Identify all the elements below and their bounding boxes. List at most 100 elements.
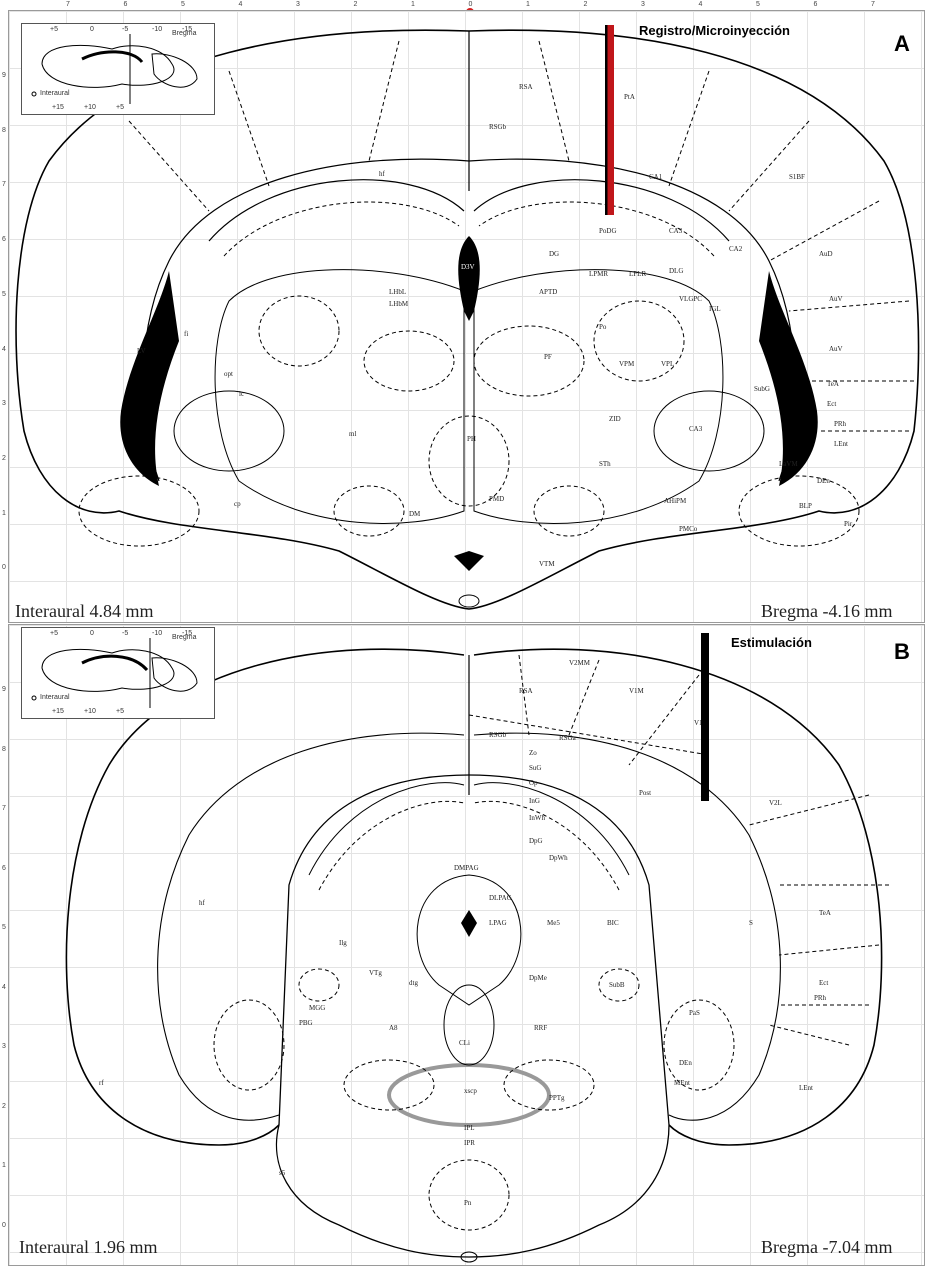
svg-text:SubG: SubG bbox=[754, 385, 770, 393]
coronal-section-b: RSA V2MM V1M V1B RSGb RSGa Zo SuG Op InG… bbox=[9, 625, 924, 1265]
svg-text:PBG: PBG bbox=[299, 1019, 313, 1027]
svg-text:rf: rf bbox=[99, 1079, 104, 1087]
axis-tick-label: 9 bbox=[2, 686, 6, 693]
axis-tick-label: 0 bbox=[469, 1, 473, 8]
svg-text:CA3: CA3 bbox=[669, 227, 683, 235]
svg-text:PH: PH bbox=[467, 435, 476, 443]
sagittal-inset-b: Interaural Bregma +5 0 -5 -10 -15 +15 +1… bbox=[21, 627, 215, 719]
inset-tick: +5 bbox=[50, 630, 58, 637]
svg-text:cp: cp bbox=[234, 500, 241, 508]
svg-text:s5: s5 bbox=[279, 1169, 286, 1177]
inset-tick: -15 bbox=[182, 630, 192, 637]
svg-text:DEn: DEn bbox=[817, 477, 830, 485]
svg-text:MEnt: MEnt bbox=[674, 1079, 690, 1087]
bregma-coordinate: Bregma -4.16 mm bbox=[761, 601, 892, 622]
axis-tick-label: 6 bbox=[2, 865, 6, 872]
svg-text:LV: LV bbox=[137, 347, 146, 355]
sagittal-inset-a: Interaural Bregma +5 0 -5 -10 -15 +15 +1… bbox=[21, 23, 215, 115]
svg-text:ml: ml bbox=[349, 430, 356, 438]
svg-text:IPR: IPR bbox=[464, 1139, 475, 1147]
svg-text:VPL: VPL bbox=[661, 360, 674, 368]
svg-text:LEnt: LEnt bbox=[799, 1084, 813, 1092]
svg-text:PRh: PRh bbox=[814, 994, 827, 1002]
svg-text:PF: PF bbox=[544, 353, 552, 361]
probe-label: Estimulación bbox=[731, 635, 812, 650]
svg-text:VLGPC: VLGPC bbox=[679, 295, 702, 303]
svg-text:Pir: Pir bbox=[844, 520, 853, 528]
svg-text:PtA: PtA bbox=[624, 93, 635, 101]
svg-text:IPL: IPL bbox=[464, 1124, 475, 1132]
svg-text:BLP: BLP bbox=[799, 502, 812, 510]
axis-tick-label: 8 bbox=[2, 746, 6, 753]
svg-text:Post: Post bbox=[639, 789, 651, 797]
svg-text:AuV: AuV bbox=[829, 295, 843, 303]
svg-text:Ect: Ect bbox=[819, 979, 828, 987]
svg-text:xscp: xscp bbox=[464, 1087, 477, 1095]
svg-text:DM: DM bbox=[409, 510, 421, 518]
axis-tick-label: 2 bbox=[2, 1103, 6, 1110]
svg-text:Me5: Me5 bbox=[547, 919, 560, 927]
svg-text:RSA: RSA bbox=[519, 687, 533, 695]
svg-text:DpMe: DpMe bbox=[529, 974, 547, 982]
axis-tick-label: 1 bbox=[411, 1, 415, 8]
svg-text:RSGb: RSGb bbox=[489, 123, 507, 131]
svg-text:ZID: ZID bbox=[609, 415, 621, 423]
axis-tick-label: 2 bbox=[584, 1, 588, 8]
inset-tick: -10 bbox=[152, 26, 162, 33]
svg-text:Pn: Pn bbox=[464, 1199, 472, 1207]
svg-text:VPM: VPM bbox=[619, 360, 635, 368]
svg-text:DMPAG: DMPAG bbox=[454, 864, 479, 872]
inset-tick: -5 bbox=[122, 26, 128, 33]
axis-tick-label: 7 bbox=[66, 1, 70, 8]
axis-tick-label: 5 bbox=[756, 1, 760, 8]
bregma-coordinate: Bregma -7.04 mm bbox=[761, 1237, 892, 1258]
region-labels-b: RSA V2MM V1M V1B RSGb RSGa Zo SuG Op InG… bbox=[99, 659, 831, 1207]
svg-text:ic: ic bbox=[239, 390, 244, 398]
inset-tick: 0 bbox=[90, 630, 94, 637]
svg-text:V1M: V1M bbox=[629, 687, 645, 695]
axis-tick-label: 4 bbox=[2, 346, 6, 353]
svg-text:LaVM: LaVM bbox=[779, 460, 798, 468]
svg-text:InG: InG bbox=[529, 797, 540, 805]
svg-text:DEn: DEn bbox=[679, 1059, 692, 1067]
inset-interaural-label: Interaural bbox=[40, 694, 70, 701]
axis-tick-label: 1 bbox=[526, 1, 530, 8]
svg-text:CA3: CA3 bbox=[689, 425, 703, 433]
axis-tick-label: 4 bbox=[239, 1, 243, 8]
axis-tick-label: 7 bbox=[871, 1, 875, 8]
svg-text:CLi: CLi bbox=[459, 1039, 470, 1047]
svg-text:SuG: SuG bbox=[529, 764, 541, 772]
axis-tick-label: 1 bbox=[2, 510, 6, 517]
axis-tick-label: 2 bbox=[354, 1, 358, 8]
axis-tick-label: 3 bbox=[2, 1043, 6, 1050]
svg-text:Ilg: Ilg bbox=[339, 939, 347, 947]
svg-text:PMD: PMD bbox=[489, 495, 504, 503]
axis-tick-label: 5 bbox=[181, 1, 185, 8]
svg-text:PoDG: PoDG bbox=[599, 227, 617, 235]
inset-tick: +10 bbox=[84, 104, 96, 111]
svg-text:LPLR: LPLR bbox=[629, 270, 646, 278]
inset-tick: +15 bbox=[52, 708, 64, 715]
panel-b: RSA V2MM V1M V1B RSGb RSGa Zo SuG Op InG… bbox=[8, 624, 925, 1266]
axis-tick-label: 3 bbox=[296, 1, 300, 8]
panel-a: RSA PtA RSGb CA1 S1BF CA3 CA2 AuD DG PoD… bbox=[8, 10, 925, 623]
svg-text:BIC: BIC bbox=[607, 919, 619, 927]
svg-text:LPMR: LPMR bbox=[589, 270, 608, 278]
svg-text:RRF: RRF bbox=[534, 1024, 547, 1032]
svg-text:MGG: MGG bbox=[309, 1004, 325, 1012]
axis-tick-label: 6 bbox=[2, 236, 6, 243]
svg-text:AuV: AuV bbox=[829, 345, 843, 353]
inset-tick: 0 bbox=[90, 26, 94, 33]
inset-interaural-label: Interaural bbox=[40, 90, 70, 97]
svg-text:D3V: D3V bbox=[461, 263, 475, 271]
axis-tick-label: 2 bbox=[2, 455, 6, 462]
svg-text:PPTg: PPTg bbox=[549, 1094, 565, 1102]
svg-text:DpWh: DpWh bbox=[549, 854, 568, 862]
svg-text:PaS: PaS bbox=[689, 1009, 700, 1017]
svg-text:AHiPM: AHiPM bbox=[664, 497, 687, 505]
svg-text:DLG: DLG bbox=[669, 267, 683, 275]
inset-tick: +5 bbox=[50, 26, 58, 33]
axis-tick-label: 3 bbox=[2, 400, 6, 407]
inset-tick: +10 bbox=[84, 708, 96, 715]
axis-tick-label: 0 bbox=[2, 564, 6, 571]
